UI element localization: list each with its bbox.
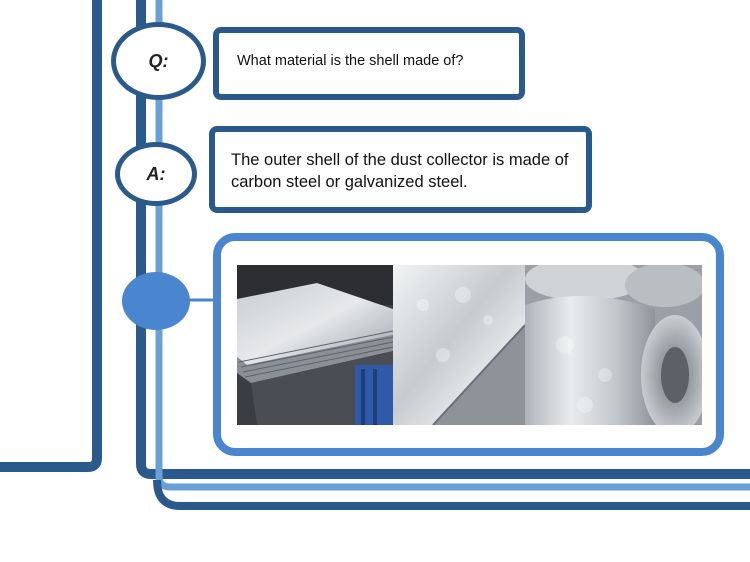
answer-bubble: The outer shell of the dust collector is…: [209, 126, 592, 213]
steel-sheets-photo: [237, 265, 393, 425]
image-marker-dot: [122, 272, 190, 330]
left-frame-line: [0, 0, 102, 472]
outer-frame-line: [136, 0, 750, 479]
answer-text: The outer shell of the dust collector is…: [231, 151, 569, 191]
question-marker: Q:: [111, 22, 206, 100]
question-marker-label: Q:: [148, 50, 169, 71]
bottom-frame-line: [153, 479, 750, 510]
question-text: What material is the shell made of?: [237, 53, 464, 69]
galvanized-sheet-photo: [393, 265, 525, 425]
inner-frame-line: [155, 0, 750, 491]
galvanized-coil-photo: [525, 265, 702, 425]
answer-marker: A:: [115, 142, 197, 206]
answer-marker-label: A:: [146, 163, 166, 184]
question-bubble: What material is the shell made of?: [213, 27, 525, 100]
